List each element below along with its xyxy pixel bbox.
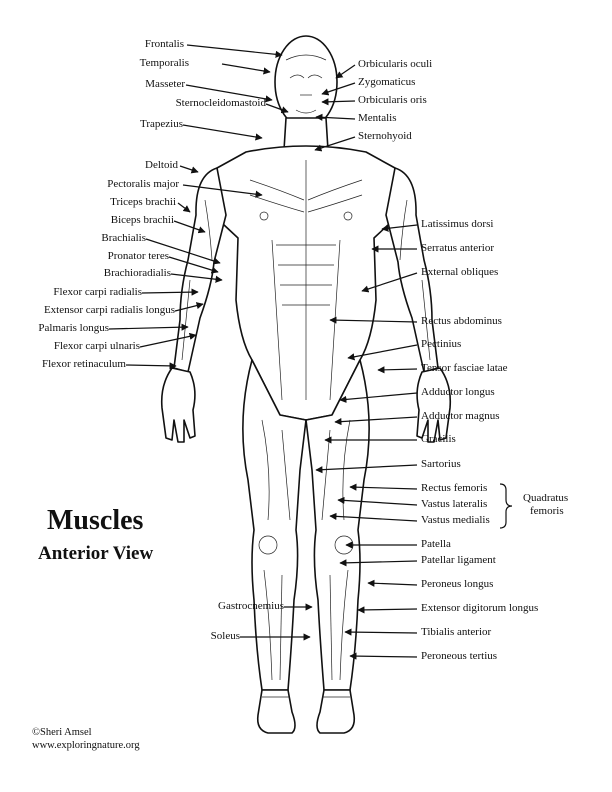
pointer-arrow-left-10 <box>168 256 219 274</box>
left-arm-shape <box>173 167 227 373</box>
right-foot-shape <box>316 689 356 734</box>
pointer-arrow-right-10 <box>377 366 418 374</box>
label-pectinius: Pectinius <box>421 338 462 350</box>
label-external-obliques: External obliques <box>421 266 499 278</box>
label-rectus-femoris: Rectus femoris <box>421 482 488 494</box>
label-gracilis: Gracilis <box>421 433 456 445</box>
label-tensor-fasciae-latae: Tensor fasciae latae <box>421 362 508 374</box>
pointer-arrow-right-22 <box>344 628 418 636</box>
pointer-arrow-left-5 <box>179 165 199 174</box>
pointer-arrow-right-5 <box>381 224 418 232</box>
label-zygomaticus: Zygomaticus <box>358 76 416 88</box>
label-soleus: Soleus <box>210 630 240 642</box>
pointer-arrow-left-1 <box>221 63 271 75</box>
pointer-arrow-left-13 <box>174 302 204 312</box>
label-orbicularis-oculi: Orbicularis oculi <box>358 58 433 70</box>
label-masseter: Masseter <box>145 78 185 90</box>
pointer-arrow-right-21 <box>357 606 418 614</box>
left-foot-shape <box>256 689 296 734</box>
pointer-arrow-right-16 <box>337 496 418 506</box>
pointer-arrow-right-3 <box>315 113 356 121</box>
credit-author: ©Sheri Amsel <box>32 727 92 738</box>
label-adductor-longus: Adductor longus <box>421 386 495 398</box>
right-arm-shape <box>385 167 439 373</box>
right-hand-shape <box>416 367 452 443</box>
pointer-arrow-left-0 <box>186 44 283 58</box>
pointer-arrow-right-12 <box>334 416 418 426</box>
pointer-arrow-left-2 <box>185 84 273 103</box>
label-flexor-carpi-ulnaris: Flexor carpi ulnaris <box>53 340 140 352</box>
pointer-arrow-right-11 <box>339 392 418 403</box>
pointer-arrow-right-23 <box>349 652 418 660</box>
label-temporalis: Temporalis <box>139 57 189 69</box>
pointer-arrow-right-1 <box>321 82 356 96</box>
label-flexor-retinaculum: Flexor retinaculum <box>41 358 126 370</box>
label-sternohyoid: Sternohyoid <box>358 130 412 142</box>
pointer-arrow-right-8 <box>329 316 418 324</box>
pointer-arrow-left-16 <box>125 362 177 370</box>
label-pectoralis-major: Pectoralis major <box>107 178 179 190</box>
pointer-arrow-left-8 <box>173 220 206 234</box>
pointer-arrow-left-9 <box>145 238 221 265</box>
label-serratus-anterior: Serratus anterior <box>421 242 494 254</box>
pointer-arrow-right-0 <box>335 64 356 79</box>
pointer-arrow-right-9 <box>347 344 418 361</box>
left-hand-shape <box>160 367 196 443</box>
label-latissimus-dorsi: Latissimus dorsi <box>421 218 494 230</box>
diagram-title: Muscles <box>47 505 144 536</box>
quadratus-label-line1: Quadratus <box>523 492 569 504</box>
pointer-arrow-right-7 <box>361 272 418 293</box>
label-vastus-medialis: Vastus medialis <box>421 514 490 526</box>
label-sartorius: Sartorius <box>421 458 461 470</box>
label-rectus-abdominus: Rectus abdominus <box>421 315 502 327</box>
pointer-arrow-right-19 <box>339 559 418 567</box>
label-brachioradialis: Brachioradialis <box>103 267 171 279</box>
pointer-arrow-right-2 <box>321 98 356 106</box>
label-vastus-lateralis: Vastus lateralis <box>421 498 488 510</box>
label-gastrocnemius: Gastrocnemius <box>218 600 284 612</box>
pointer-arrow-left-14 <box>108 323 189 331</box>
label-palmaris-longus: Palmaris longus <box>38 322 109 334</box>
label-orbicularis-oris: Orbicularis oris <box>358 94 427 106</box>
label-pronator-teres: Pronator teres <box>107 250 169 262</box>
pointer-arrow-right-20 <box>367 579 418 587</box>
pointer-arrow-right-15 <box>349 483 418 491</box>
label-mentalis: Mentalis <box>358 112 397 124</box>
pointer-arrow-left-12 <box>141 288 199 296</box>
label-extensor-digitorum-longus: Extensor digitorum longus <box>421 602 539 614</box>
label-biceps-brachii: Biceps brachii <box>110 214 174 226</box>
label-flexor-carpi-radialis: Flexor carpi radialis <box>53 286 142 298</box>
label-patella: Patella <box>421 538 451 550</box>
pointer-arrow-left-7 <box>177 202 191 213</box>
label-brachialis: Brachialis <box>101 232 146 244</box>
label-frontalis: Frontalis <box>144 38 184 50</box>
quadratus-label-line2: femoris <box>530 505 564 517</box>
diagram-subtitle: Anterior View <box>38 543 154 564</box>
pointer-arrow-right-17 <box>329 512 418 522</box>
label-peroneous-tertius: Peroneous tertius <box>421 650 498 662</box>
label-tibialis-anterior: Tibialis anterior <box>421 626 492 638</box>
label-extensor-carpi-radialis-longus: Extensor carpi radialis longus <box>43 304 175 316</box>
pointer-arrow-left-3 <box>265 103 289 114</box>
pointer-arrow-right-4 <box>314 136 356 152</box>
label-trapezius: Trapezius <box>140 118 183 130</box>
pointer-arrow-left-15 <box>139 332 197 348</box>
pointer-arrow-left-4 <box>182 124 263 141</box>
quadratus-bracket <box>499 483 513 529</box>
label-adductor-magnus: Adductor magnus <box>421 410 500 422</box>
label-sternocleidomastoid: Sternocleidomastoid <box>175 97 266 109</box>
pointer-arrow-right-14 <box>315 464 418 474</box>
credit-website: www.exploringnature.org <box>32 740 140 751</box>
label-triceps-brachii: Triceps brachii <box>110 196 176 208</box>
label-deltoid: Deltoid <box>145 159 178 171</box>
pointer-arrow-left-6 <box>182 184 263 198</box>
label-patellar-ligament: Patellar ligament <box>421 554 496 566</box>
pointer-arrow-left-11 <box>170 273 223 283</box>
label-peroneus-longus: Peroneus longus <box>421 578 494 590</box>
